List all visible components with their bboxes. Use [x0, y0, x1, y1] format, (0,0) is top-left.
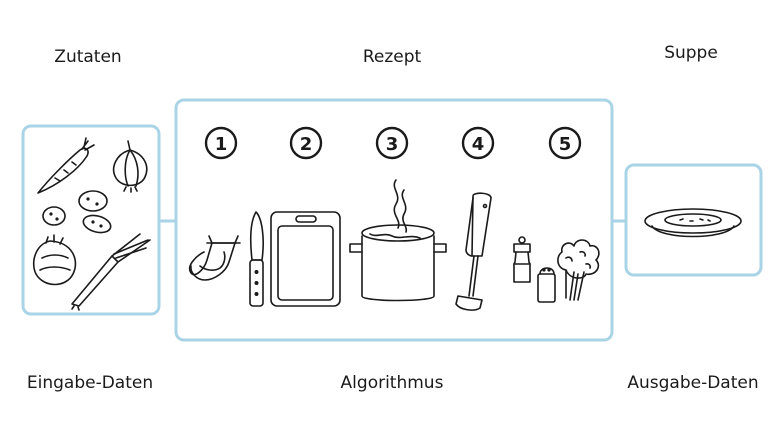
onion-icon [112, 140, 148, 193]
step-3-number: 3 [386, 134, 399, 155]
pepper-mill-icon [513, 236, 531, 283]
process-caption: Algorithmus [340, 373, 444, 393]
step-3-badge: 3 [375, 126, 409, 160]
step-5-number: 5 [559, 134, 572, 155]
output-caption: Ausgabe-Daten [627, 373, 759, 393]
step-4-badge: 4 [461, 126, 495, 160]
soup-bowl-icon [644, 208, 742, 238]
step-2-badge: 2 [289, 126, 323, 160]
output-box [624, 163, 763, 277]
potato-icon [82, 214, 112, 234]
potato-icon [78, 190, 108, 212]
step-1-badge: 1 [204, 126, 238, 160]
leek-icon [71, 233, 151, 311]
input-caption: Eingabe-Daten [26, 373, 154, 393]
cutting-board-icon [270, 211, 341, 307]
salt-shaker-icon [537, 267, 556, 303]
step-1-number: 1 [215, 134, 228, 155]
step-4-number: 4 [472, 134, 485, 155]
input-title: Zutaten [54, 47, 122, 67]
carrot-icon [37, 137, 95, 194]
pot-icon [349, 179, 447, 302]
output-title: Suppe [664, 43, 718, 63]
peeler-icon [188, 235, 241, 281]
input-box [21, 124, 161, 316]
step-2-number: 2 [300, 134, 313, 155]
hand-blender-icon [455, 192, 492, 311]
herbs-icon [557, 239, 600, 301]
process-title: Rezept [362, 47, 422, 67]
knife-icon [249, 211, 264, 307]
potato-icon [42, 206, 66, 226]
celeriac-icon [32, 234, 77, 286]
step-5-badge: 5 [548, 126, 582, 160]
process-box [174, 98, 614, 342]
